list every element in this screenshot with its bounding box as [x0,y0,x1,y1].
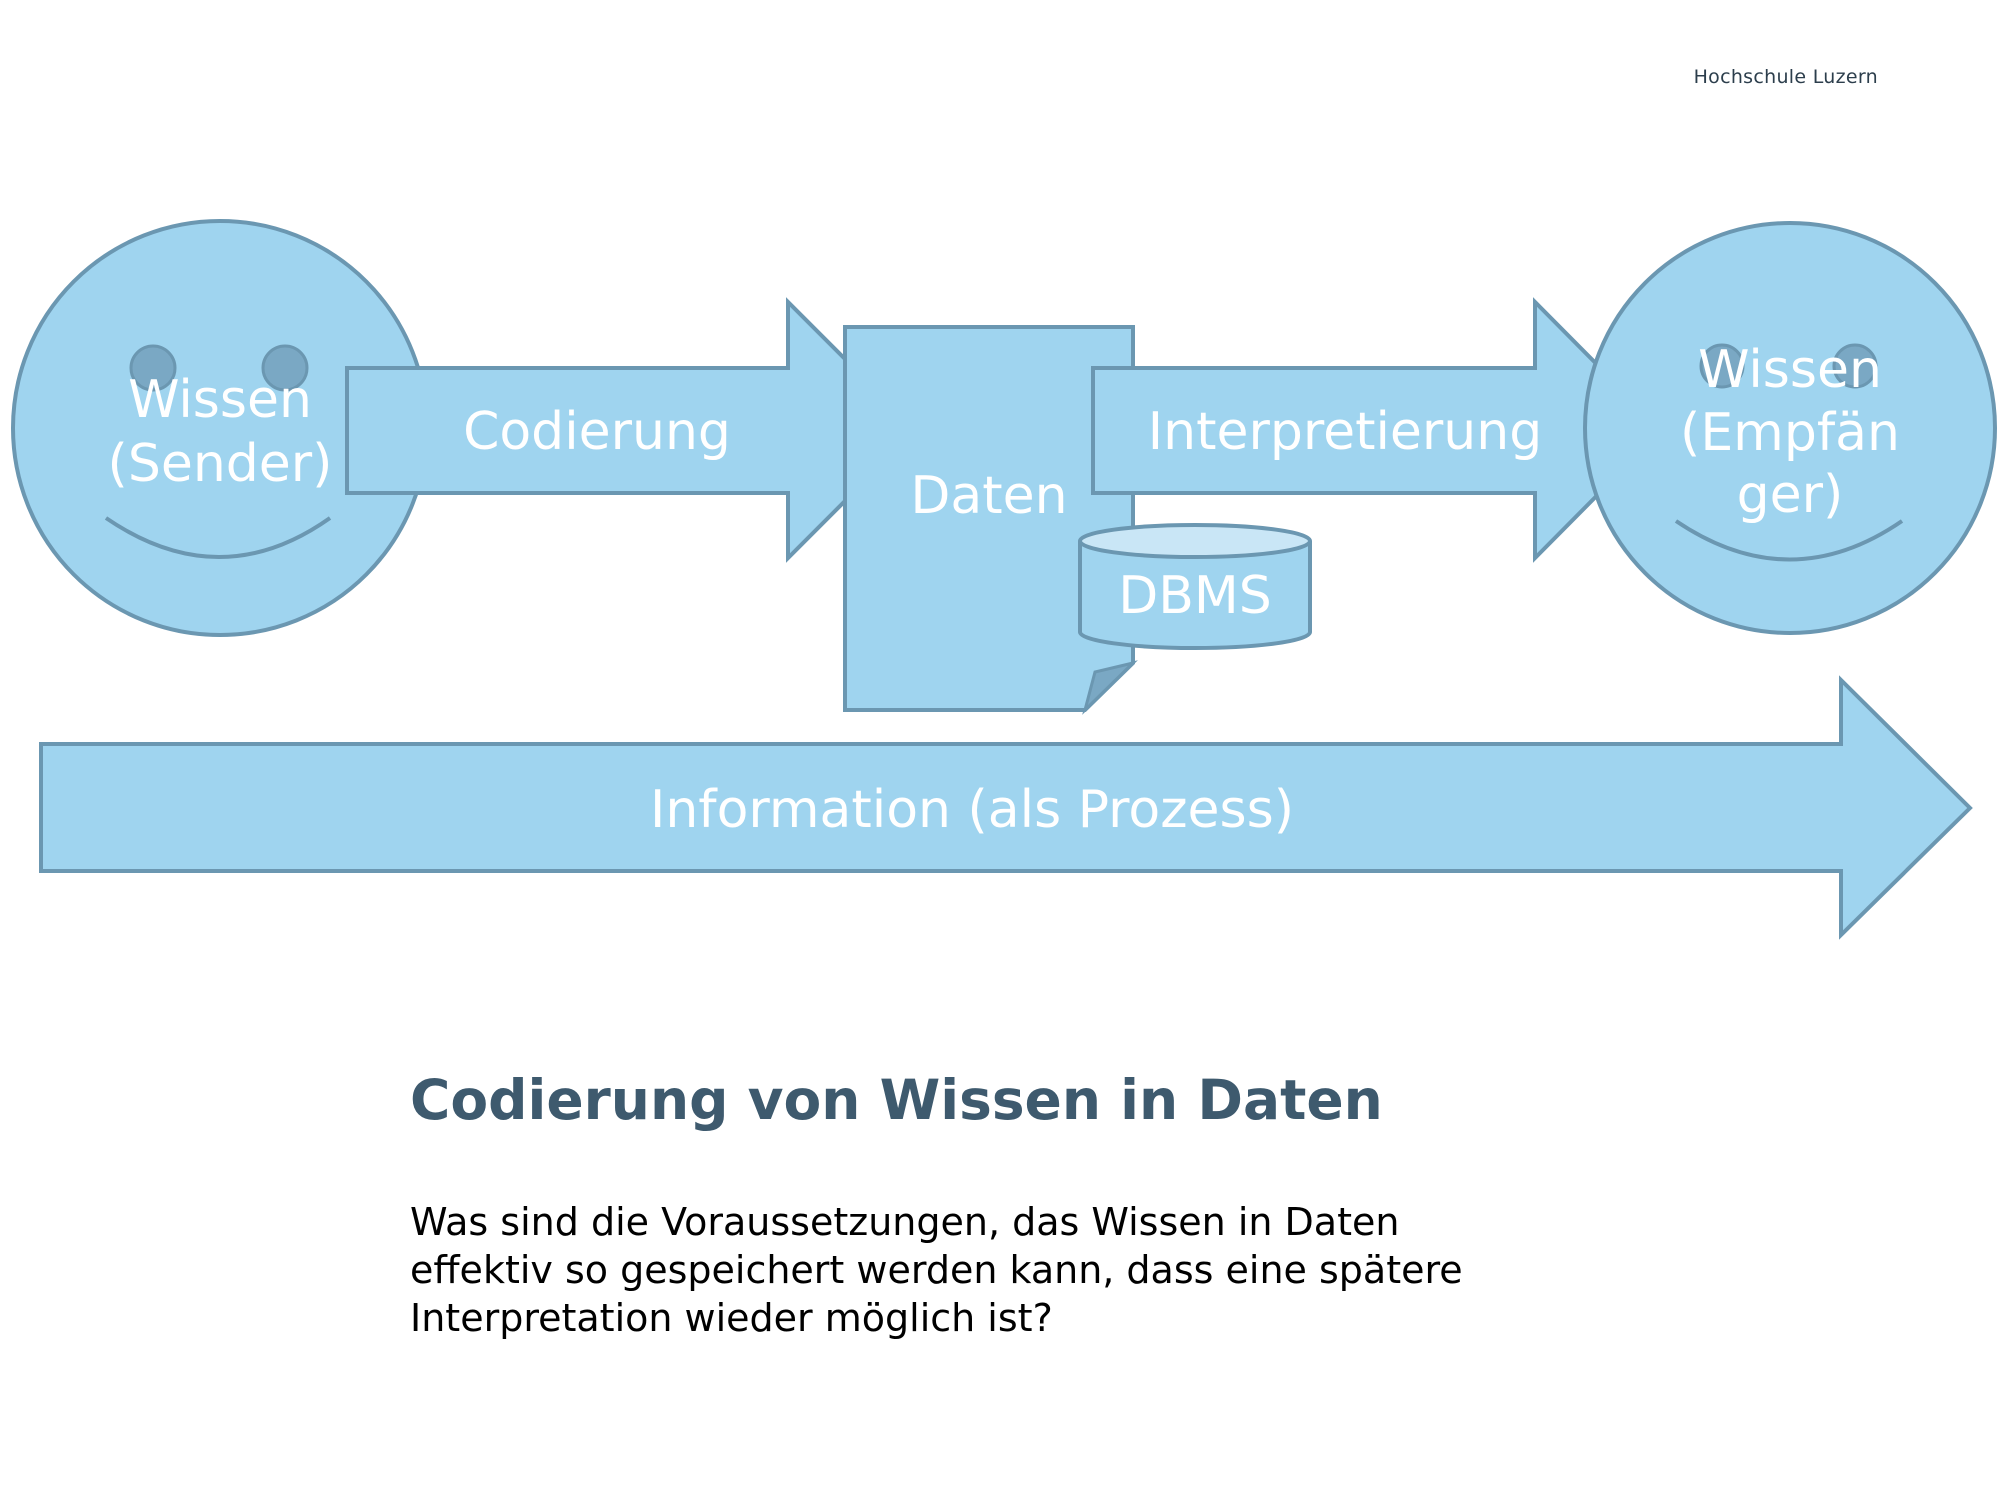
dbms-label: DBMS [1118,566,1272,626]
information-arrow: Information (als Prozess) [39,675,1973,940]
dbms-cylinder: DBMS [1078,523,1312,650]
receiver-smile [1674,519,1904,562]
sender-left-eye [129,344,177,392]
page-curl [1082,660,1138,715]
body-line: Interpretation wieder möglich ist? [410,1296,1053,1340]
dbms-top [1078,523,1312,559]
receiver-right-eye [1832,343,1878,389]
codierung-label: Codierung [463,402,731,462]
slide-title: Codierung von Wissen in Daten [410,1068,1383,1132]
daten-document: Daten [843,325,1138,715]
body-line: effektiv so gespeichert werden kann, das… [410,1248,1463,1292]
sender-right-eye [261,344,309,392]
daten-label: Daten [910,466,1067,526]
receiver-left-eye [1699,343,1745,389]
interpretierung-label: Interpretierung [1148,402,1542,462]
body-line: Was sind die Voraussetzungen, das Wissen… [410,1200,1400,1244]
receiver-label-line1: Wissen [1698,340,1882,400]
receiver-label-line2: (Empfän [1680,403,1900,463]
slide-body: Was sind die Voraussetzungen, das Wissen… [410,1198,1610,1342]
interpretierung-arrow: Interpretierung [1091,297,1665,563]
receiver-label-line3: ger) [1737,465,1844,525]
sender-smile [104,516,332,559]
sender-smiley: Wissen (Sender) [11,219,429,637]
codierung-arrow: Codierung [345,297,919,563]
sender-label-line2: (Sender) [108,434,333,494]
brand-logo-text: Hochschule Luzern [1693,66,1878,88]
receiver-smiley: Wissen (Empfän ger) [1583,221,1997,635]
sender-label-line1: Wissen [128,370,312,430]
information-label: Information (als Prozess) [650,780,1294,840]
